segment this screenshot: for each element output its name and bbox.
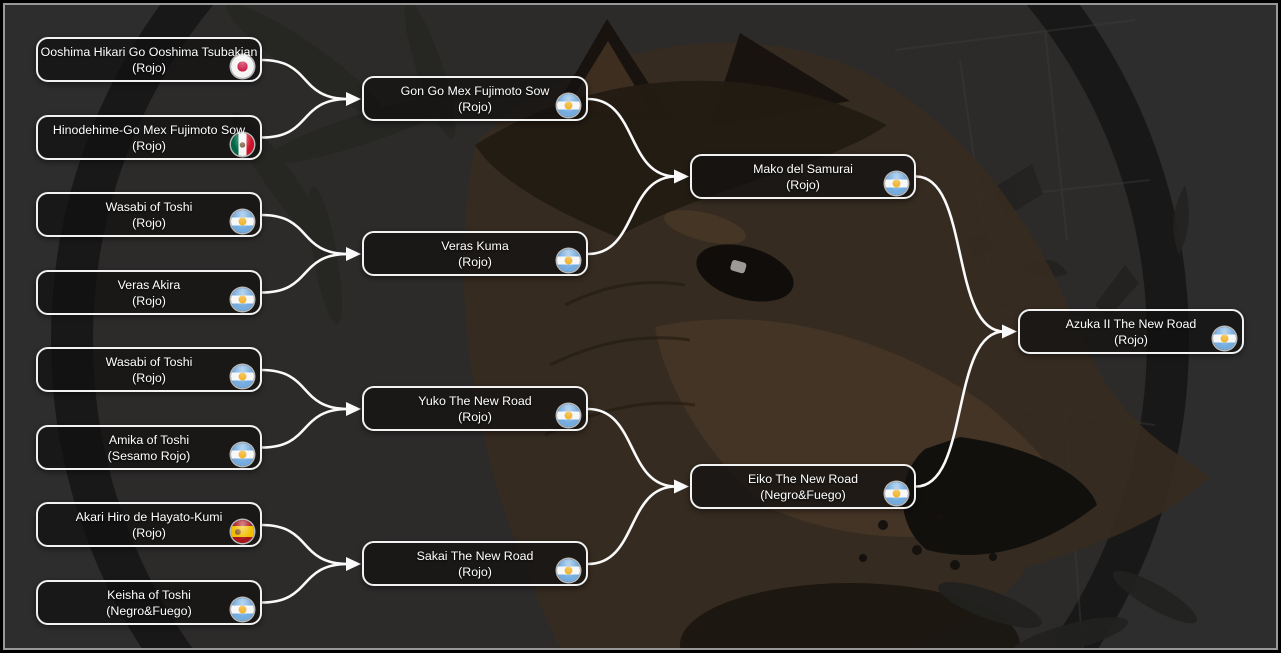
dog-name: Amika of Toshi — [108, 432, 190, 447]
pedigree-node[interactable]: Gon Go Mex Fujimoto Sow (Rojo) — [362, 76, 588, 121]
dog-coat-color: (Rojo) — [458, 254, 492, 269]
pedigree-node-subject[interactable]: Azuka II The New Road (Rojo) — [1018, 309, 1244, 354]
argentina-flag-icon — [231, 210, 254, 233]
pedigree-node[interactable]: Yuko The New Road (Rojo) — [362, 386, 588, 431]
argentina-flag-icon — [557, 94, 580, 117]
pedigree-node[interactable]: Keisha of Toshi (Negro&Fuego) — [36, 580, 262, 625]
dog-coat-color: (Negro&Fuego) — [760, 487, 846, 502]
argentina-flag-icon — [557, 404, 580, 427]
dog-name: Azuka II The New Road — [1065, 316, 1197, 331]
dog-coat-color: (Rojo) — [1114, 332, 1148, 347]
dog-coat-color: (Sesamo Rojo) — [107, 448, 191, 463]
background-leaves-bottom — [938, 570, 1197, 648]
pedigree-node[interactable]: Ooshima Hikari Go Ooshima Tsubakian (Roj… — [36, 37, 262, 82]
pedigree-node[interactable]: Amika of Toshi (Sesamo Rojo) — [36, 425, 262, 470]
dog-coat-color: (Rojo) — [132, 370, 166, 385]
dog-name: Sakai The New Road — [416, 548, 534, 563]
dog-coat-color: (Rojo) — [132, 215, 166, 230]
dog-coat-color: (Rojo) — [458, 409, 492, 424]
argentina-flag-icon — [557, 559, 580, 582]
dog-coat-color: (Rojo) — [458, 99, 492, 114]
argentina-flag-icon — [557, 249, 580, 272]
dog-coat-color: (Rojo) — [786, 177, 820, 192]
dog-name: Hinodehime-Go Mex Fujimoto Sow — [52, 122, 246, 137]
dog-coat-color: (Negro&Fuego) — [106, 603, 192, 618]
argentina-flag-icon — [231, 365, 254, 388]
argentina-flag-icon — [1213, 327, 1236, 350]
pedigree-node[interactable]: Wasabi of Toshi (Rojo) — [36, 192, 262, 237]
dog-name: Wasabi of Toshi — [105, 199, 193, 214]
dog-coat-color: (Rojo) — [132, 525, 166, 540]
pedigree-node[interactable]: Veras Akira (Rojo) — [36, 270, 262, 315]
dog-coat-color: (Rojo) — [132, 293, 166, 308]
dog-coat-color: (Rojo) — [132, 138, 166, 153]
pedigree-node[interactable]: Wasabi of Toshi (Rojo) — [36, 347, 262, 392]
dog-name: Wasabi of Toshi — [105, 354, 193, 369]
dog-name: Gon Go Mex Fujimoto Sow — [400, 83, 550, 98]
pedigree-node[interactable]: Mako del Samurai (Rojo) — [690, 154, 916, 199]
dog-name: Ooshima Hikari Go Ooshima Tsubakian — [40, 44, 258, 59]
japan-flag-icon — [231, 55, 254, 78]
argentina-flag-icon — [231, 443, 254, 466]
pedigree-node[interactable]: Eiko The New Road (Negro&Fuego) — [690, 464, 916, 509]
dog-name: Veras Kuma — [441, 238, 509, 253]
dog-name: Veras Akira — [117, 277, 181, 292]
argentina-flag-icon — [885, 482, 908, 505]
pedigree-node[interactable]: Sakai The New Road (Rojo) — [362, 541, 588, 586]
pedigree-node[interactable]: Akari Hiro de Hayato-Kumi (Rojo) — [36, 502, 262, 547]
dog-coat-color: (Rojo) — [132, 60, 166, 75]
dog-name: Yuko The New Road — [418, 393, 532, 408]
argentina-flag-icon — [885, 172, 908, 195]
dog-name: Akari Hiro de Hayato-Kumi — [75, 509, 223, 524]
mexico-flag-icon — [231, 133, 254, 156]
pedigree-canvas: Ooshima Hikari Go Ooshima Tsubakian (Roj… — [3, 3, 1278, 650]
dog-name: Eiko The New Road — [748, 471, 858, 486]
dog-name: Mako del Samurai — [753, 161, 853, 176]
argentina-flag-icon — [231, 288, 254, 311]
pedigree-node[interactable]: Hinodehime-Go Mex Fujimoto Sow (Rojo) — [36, 115, 262, 160]
argentina-flag-icon — [231, 598, 254, 621]
spain-flag-icon — [231, 520, 254, 543]
dog-name: Keisha of Toshi — [107, 587, 191, 602]
dog-coat-color: (Rojo) — [458, 564, 492, 579]
pedigree-node[interactable]: Veras Kuma (Rojo) — [362, 231, 588, 276]
background-calligraphy — [965, 164, 1189, 317]
